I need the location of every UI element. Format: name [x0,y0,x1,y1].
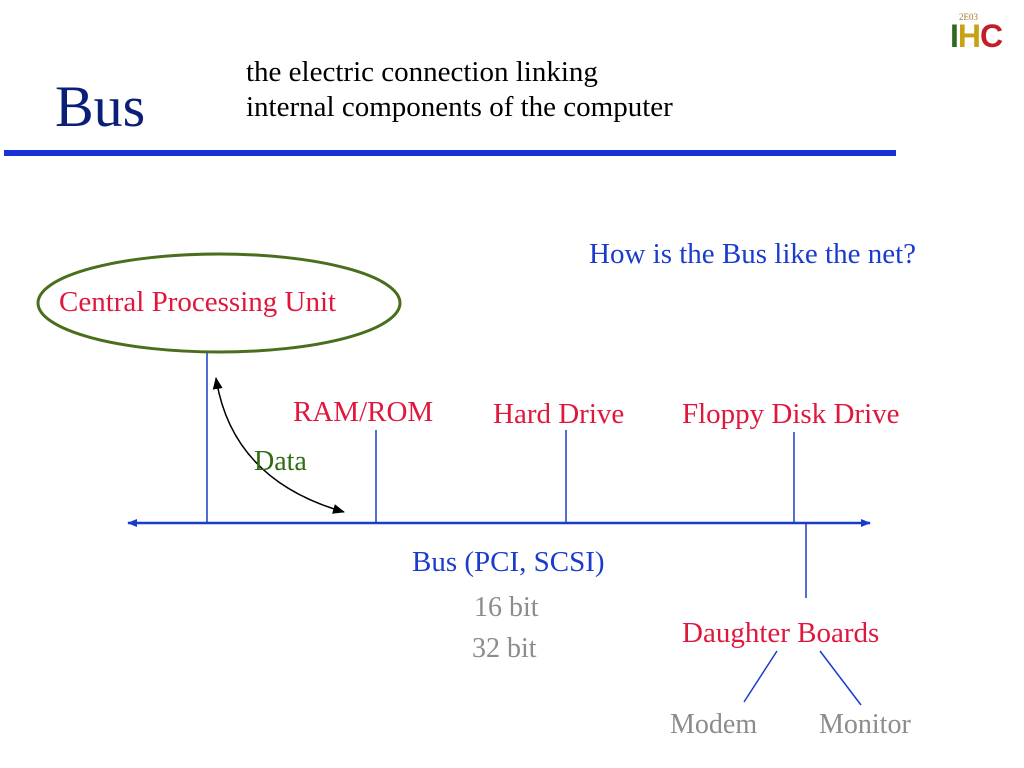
bus-width-32-label: 32 bit [472,633,537,664]
cpu-label: Central Processing Unit [59,286,337,318]
discussion-question: How is the Bus like the net? [589,238,917,270]
title-underline [4,150,896,156]
slide-subtitle: the electric connection linking internal… [246,55,673,125]
subtitle-line-2: internal components of the computer [246,90,673,123]
logo-letter-c: C [980,18,1003,54]
data-flow-arrow [212,377,345,514]
monitor-branch-line [819,650,862,706]
modem-branch-line [743,650,778,703]
cpu-ellipse [36,252,402,354]
data-label: Data [254,446,307,477]
monitor-label: Monitor [819,709,911,740]
daughter-boards-label: Daughter Boards [682,617,880,649]
slide-title: Bus [55,74,146,139]
modem-label: Modem [670,709,758,740]
bus-width-16-label: 16 bit [474,592,539,623]
bus-label: Bus (PCI, SCSI) [412,546,605,578]
logo-letter-h: H [957,18,981,54]
floppy-disk-drive-label: Floppy Disk Drive [682,398,900,430]
logo-letter-i: I [950,18,959,54]
logo-letters: IHC [950,18,1003,55]
ihc-logo: 2E03 IHC [950,12,1008,58]
ram-rom-label: RAM/ROM [293,396,434,428]
subtitle-line-1: the electric connection linking [246,56,598,88]
hard-drive-label: Hard Drive [493,398,625,430]
logo-course-code: 2E03 [959,12,978,22]
